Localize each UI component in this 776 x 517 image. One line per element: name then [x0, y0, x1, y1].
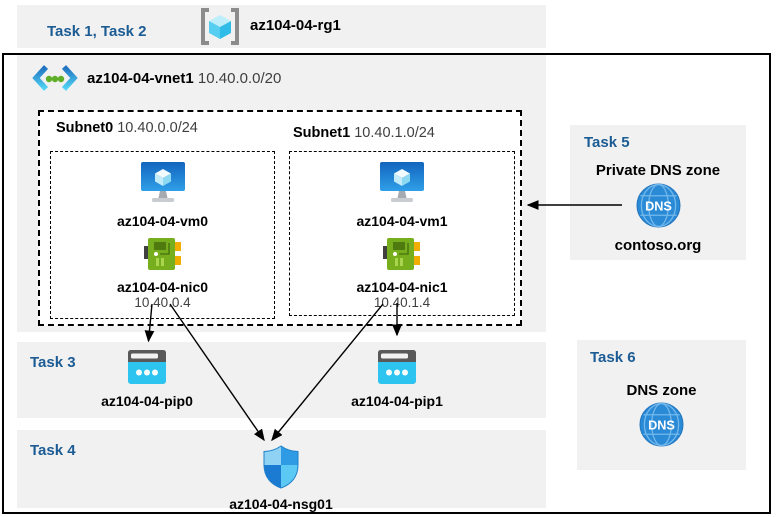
svg-text:DNS: DNS	[648, 417, 675, 432]
nic1-label: az104-04-nic1	[356, 279, 448, 295]
main-container-border	[2, 53, 771, 514]
vnet-panel: az104-04-vnet1 10.40.0.0/20 Subnet0 10.4…	[17, 55, 546, 332]
task3-label: Task 3	[30, 354, 76, 371]
subnet0-name: Subnet0	[56, 120, 114, 136]
subnet1-name: Subnet1	[293, 125, 351, 141]
vm0-label: az104-04-vm0	[116, 213, 209, 229]
resource-group-name: az104-04-rg1	[250, 17, 341, 34]
subnet1-box: az104-04-vm1 az104-04-nic1	[289, 151, 515, 316]
network-interface-icon	[143, 237, 182, 276]
task4-label: Task 4	[30, 442, 76, 459]
resource-group-icon	[200, 8, 240, 50]
subnet0-box: az104-04-vm0 az104-04-nic0	[50, 151, 275, 319]
task5-label: Task 5	[584, 134, 630, 151]
pip0-label: az104-04-pip0	[101, 393, 193, 409]
nsg-shield-icon	[263, 445, 299, 494]
vm1-label: az104-04-vm1	[356, 213, 448, 229]
task12-band: Task 1, Task 2 az104-04-rg1	[17, 5, 546, 48]
task12-label: Task 1, Task 2	[47, 23, 147, 40]
subnet0-label: Subnet0 10.40.0.0/24	[56, 120, 198, 136]
nsg-label: az104-04-nsg01	[229, 496, 333, 512]
subnet1-label: Subnet1 10.40.1.0/24	[293, 125, 435, 141]
nic1-ip: 10.40.1.4	[373, 295, 431, 310]
svg-text:DNS: DNS	[645, 198, 672, 213]
vnet-cidr: 10.40.0.0/20	[197, 70, 282, 87]
public-ip-icon	[378, 350, 416, 389]
virtual-network-icon	[32, 64, 78, 99]
nic0-label: az104-04-nic0	[116, 279, 209, 295]
vnet-title: az104-04-vnet1 10.40.0.0/20	[87, 70, 281, 87]
public-ip-0: az104-04-pip0	[92, 342, 202, 409]
dns-zone-title: DNS zone	[626, 382, 697, 399]
vnet-name: az104-04-vnet1	[87, 70, 194, 87]
virtual-machine-icon	[140, 162, 185, 209]
network-security-group: az104-04-nsg01	[209, 430, 353, 512]
subnet1-cidr: 10.40.1.0/24	[354, 125, 435, 141]
public-ip-icon	[128, 350, 166, 389]
virtual-machine-icon	[380, 162, 424, 209]
dns-zone-icon: DNS	[639, 402, 684, 452]
task3-band: Task 3 az104-04-pip0	[17, 342, 546, 418]
network-interface-icon	[383, 237, 421, 276]
nic0-ip: 10.40.0.4	[134, 295, 191, 310]
public-ip-1: az104-04-pip1	[342, 342, 452, 409]
pip1-label: az104-04-pip1	[351, 393, 443, 409]
task6-box: Task 6 DNS zone DNS	[577, 340, 746, 470]
task6-label: Task 6	[590, 349, 636, 366]
subnets-container: Subnet0 10.40.0.0/24 Subnet1 10.40.1.0/2…	[38, 110, 522, 326]
task4-band: Task 4 az104-04-nsg01	[17, 430, 546, 512]
private-dns-zone-name: contoso.org	[614, 237, 702, 254]
private-dns-zone-title: Private DNS zone	[595, 162, 721, 179]
task5-box: Task 5 Private DNS zone DNS contoso.org	[570, 125, 746, 260]
dns-zone-icon: DNS	[636, 183, 681, 233]
subnet0-cidr: 10.40.0.0/24	[117, 120, 198, 136]
